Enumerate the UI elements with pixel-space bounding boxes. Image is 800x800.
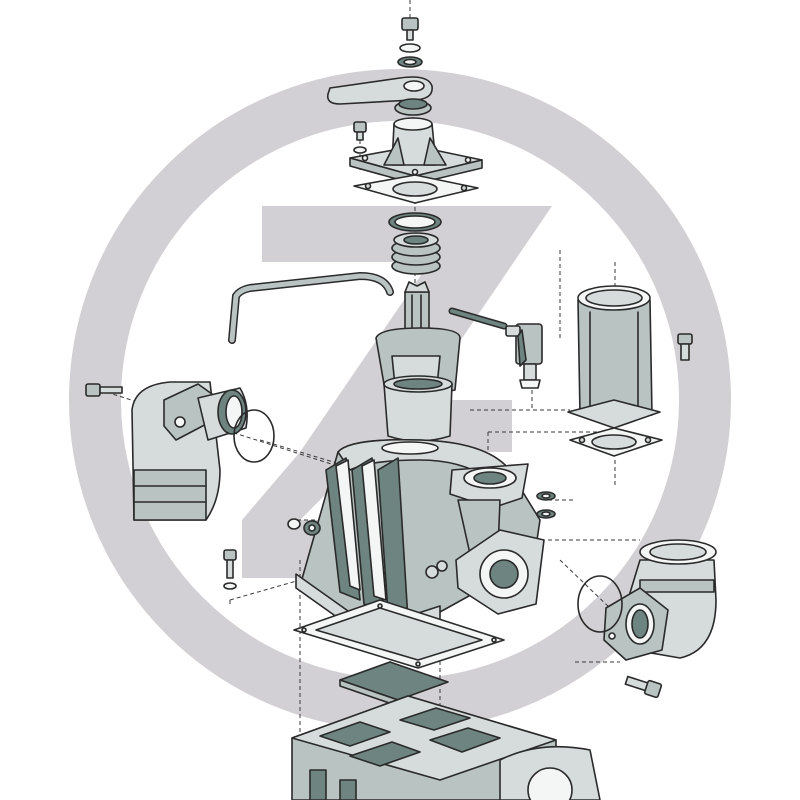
suction-elbow-left	[131, 381, 248, 521]
impeller-bowl	[375, 327, 461, 442]
small-washer	[399, 43, 421, 53]
long-bolt-left	[85, 383, 123, 397]
pin-rod	[448, 307, 508, 330]
drain-valve	[505, 323, 543, 389]
side-bolt-right	[677, 333, 693, 361]
small-bolt-left	[353, 121, 367, 154]
outlet-elbow-right	[603, 539, 717, 661]
top-cap-screw	[401, 17, 419, 41]
handle-lever	[326, 76, 433, 105]
strainer-gasket	[569, 427, 663, 457]
breather-tube	[228, 271, 394, 344]
o-ring-left	[233, 409, 275, 463]
washers-right	[536, 491, 556, 519]
bolt-bottom-right	[624, 675, 663, 699]
top-flange-gasket	[353, 174, 479, 204]
o-ring-large	[388, 212, 442, 232]
base-gasket	[293, 599, 505, 669]
pump-body	[295, 438, 545, 643]
o-ring-top	[397, 56, 423, 68]
o-ring-right	[577, 575, 623, 633]
washers-left	[287, 518, 321, 536]
small-bolt-bottom-left	[223, 549, 237, 590]
base-plate	[339, 661, 449, 707]
spring-seal	[394, 98, 432, 116]
strainer-cylinder	[567, 285, 661, 429]
bellows-seal	[391, 232, 441, 275]
base-housing	[291, 695, 601, 800]
